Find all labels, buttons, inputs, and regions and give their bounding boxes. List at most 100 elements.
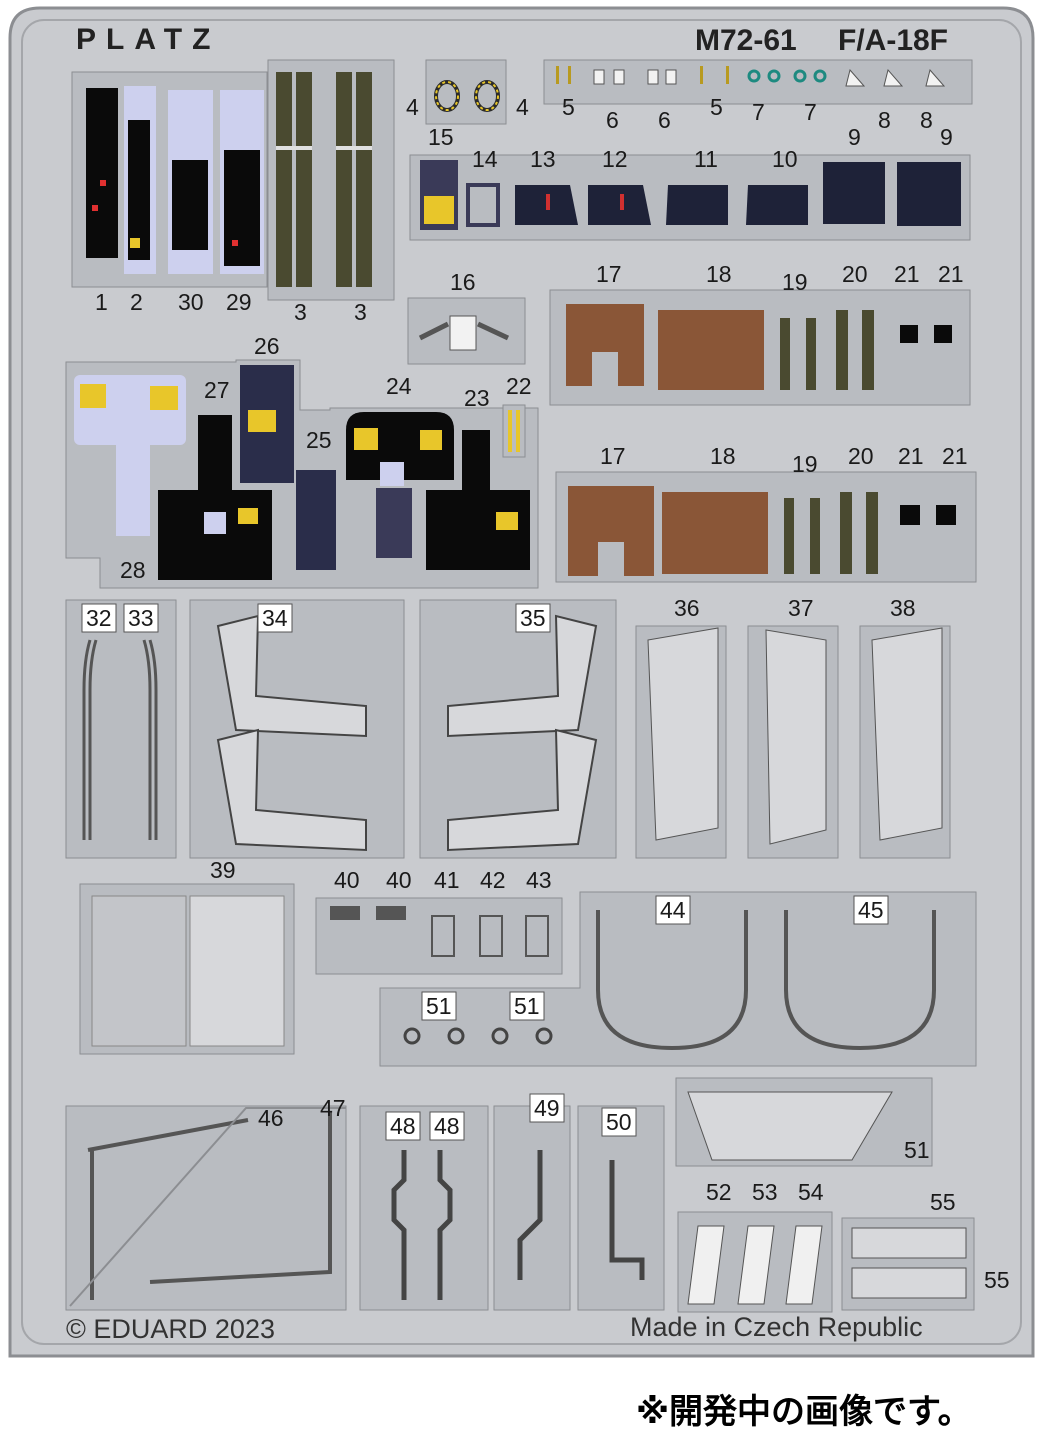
label-tag-p51a (421, 991, 457, 1021)
part-label-p36: 36 (674, 595, 700, 621)
label-tag-p35 (515, 603, 551, 633)
part-label-p21c: 21 (898, 443, 924, 469)
label-tag-p45 (853, 895, 889, 925)
part-label-p39: 39 (210, 857, 236, 883)
part-label-p14: 14 (472, 146, 498, 172)
fret-inner-border (21, 19, 1022, 1345)
part-label-p33: 33 (128, 605, 154, 631)
part-label-p47: 47 (320, 1095, 346, 1121)
part-label-p18b: 18 (710, 443, 736, 469)
part-label-p28: 28 (120, 557, 146, 583)
part-23-panel (426, 430, 530, 570)
brand-logo: PLATZ (76, 23, 220, 56)
part-4-rings (425, 59, 507, 125)
parts-46-47 (65, 1105, 347, 1311)
aircraft-name: F/A-18F (838, 24, 948, 57)
part-11 (666, 185, 728, 225)
label-tag-p33 (123, 603, 159, 633)
part-label-p25: 25 (306, 427, 332, 453)
part-label-p22: 22 (506, 373, 532, 399)
part-label-p10: 10 (772, 146, 798, 172)
part-label-p21a: 21 (894, 261, 920, 287)
copyright-text: © EDUARD 2023 (66, 1314, 275, 1344)
part-label-p42: 42 (480, 867, 506, 893)
part-label-p7a: 7 (752, 99, 765, 125)
part-51-panel (675, 1077, 933, 1167)
side-panels-36-38 (635, 625, 951, 859)
part-label-p48a: 48 (390, 1113, 416, 1139)
parts-40-43 (315, 897, 563, 975)
label-tag-p48b (429, 1111, 465, 1141)
part-label-p21b: 21 (938, 261, 964, 287)
instrument-panel-group (71, 71, 268, 288)
part-label-p44: 44 (660, 897, 686, 923)
part-label-p13: 13 (530, 146, 556, 172)
part-label-p52: 52 (706, 1179, 732, 1205)
development-image-note: ※開発中の画像です。 (636, 1392, 972, 1432)
part-label-p34: 34 (262, 605, 288, 631)
part-label-p46: 46 (258, 1105, 284, 1131)
part-25-panel (296, 470, 336, 570)
part-label-p4b: 4 (516, 94, 529, 120)
part-16 (407, 297, 526, 365)
kit-code: M72-61 (695, 24, 797, 57)
part-3-straps (267, 59, 395, 301)
part-label-p3b: 3 (354, 299, 367, 325)
label-tag-p50 (601, 1107, 637, 1137)
part-label-p3a: 3 (294, 299, 307, 325)
part-label-p1: 1 (95, 289, 108, 315)
part-1-panel (86, 88, 118, 258)
origin-text: Made in Czech Republic (630, 1312, 923, 1342)
part-39 (79, 883, 295, 1055)
part-label-p48b: 48 (434, 1113, 460, 1139)
part-label-p41: 41 (434, 867, 460, 893)
part-label-p40b: 40 (386, 867, 412, 893)
part-label-p26: 26 (254, 333, 280, 359)
small-parts-strip (543, 59, 973, 105)
part-label-p24: 24 (386, 373, 412, 399)
label-tag-p44 (655, 895, 691, 925)
seat-frames (189, 599, 617, 859)
part-label-p55a: 55 (930, 1189, 956, 1215)
part-label-p6b: 6 (658, 107, 671, 133)
part-32-33 (65, 599, 177, 859)
part-label-p5b: 5 (710, 94, 723, 120)
part-22 (502, 404, 526, 458)
part-label-p54: 54 (798, 1179, 824, 1205)
part-label-p21d: 21 (942, 443, 968, 469)
part-9-a (823, 162, 885, 224)
parts-52-54 (677, 1211, 833, 1313)
part-label-p51a: 51 (426, 993, 452, 1019)
part-label-p20a: 20 (842, 261, 868, 287)
part-label-p2: 2 (130, 289, 143, 315)
part-label-p51c: 51 (904, 1137, 930, 1163)
part-label-p18a: 18 (706, 261, 732, 287)
part-label-p8b: 8 (920, 107, 933, 133)
part-label-p17b: 17 (600, 443, 626, 469)
part-14 (466, 183, 500, 227)
part-label-p53: 53 (752, 1179, 778, 1205)
part-label-p40a: 40 (334, 867, 360, 893)
cushion-set-upper (549, 289, 971, 406)
part-label-p45: 45 (858, 897, 884, 923)
part-label-p5a: 5 (562, 94, 575, 120)
label-tag-p34 (257, 603, 293, 633)
part-9-b (897, 162, 961, 226)
part-10 (746, 185, 808, 225)
label-tag-p48a (385, 1111, 421, 1141)
part-label-p29: 29 (226, 289, 252, 315)
part-label-p32: 32 (86, 605, 112, 631)
parts-44-45-51 (379, 891, 977, 1067)
part-label-p51b: 51 (514, 993, 540, 1019)
parts-55 (841, 1217, 975, 1311)
part-12 (588, 185, 651, 225)
part-label-p55b: 55 (984, 1267, 1010, 1293)
part-label-p37: 37 (788, 595, 814, 621)
part-label-p20b: 20 (848, 443, 874, 469)
console-group (65, 359, 539, 589)
part-row-15-to-9 (409, 154, 971, 241)
part-label-p43: 43 (526, 867, 552, 893)
label-tag-p32 (81, 603, 117, 633)
